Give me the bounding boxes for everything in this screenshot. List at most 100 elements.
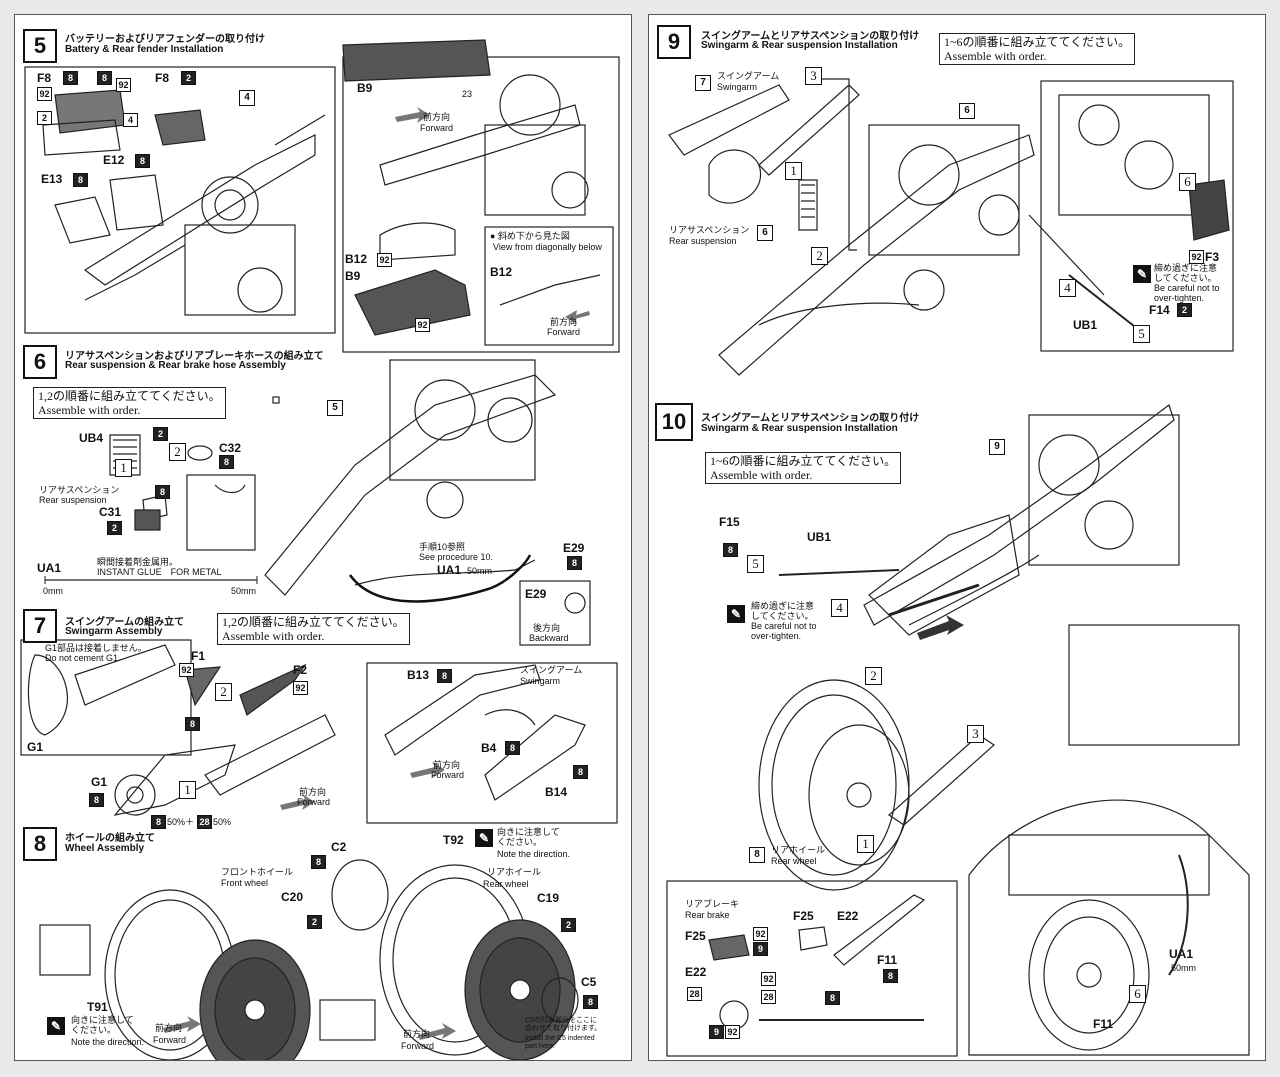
color-code-23: 23 bbox=[462, 89, 473, 99]
order-2: 2 bbox=[811, 247, 828, 265]
c5-install-note-jp: C5の凹み部分をここに 合わせて取り付けます。 bbox=[525, 1017, 602, 1032]
color-code: 8 bbox=[825, 991, 840, 1005]
step5-number: 5 bbox=[23, 29, 57, 63]
front-wheel-jp: フロントホイール bbox=[221, 867, 294, 877]
forward-en: Forward bbox=[297, 797, 331, 807]
color-code: 8 bbox=[89, 793, 104, 807]
color-code: 2 bbox=[107, 521, 122, 535]
rear-brake-jp: リアブレーキ bbox=[685, 899, 740, 909]
ua1-label: UA1 bbox=[37, 561, 62, 575]
color-code: 2 bbox=[561, 918, 576, 932]
direction-note-en: Note the direction. bbox=[71, 1037, 145, 1047]
part-f11: F11 bbox=[877, 953, 898, 967]
swingarm-jp: スイングアーム bbox=[520, 665, 583, 675]
step6-order-note: 1,2の順番に組み立ててください。Assemble with order. bbox=[33, 387, 226, 419]
forward-en: Forward bbox=[420, 123, 454, 133]
color-code: 28 bbox=[761, 990, 776, 1004]
rear-suspension-jp: リアサスペンション bbox=[39, 485, 120, 495]
color-code: 8 bbox=[219, 455, 234, 469]
part-t92: T92 bbox=[443, 833, 464, 847]
step9-ref-6b: 6 bbox=[959, 103, 975, 119]
part-t91: T91 bbox=[87, 1000, 108, 1014]
backward-en: Backward bbox=[529, 633, 569, 643]
part-c31: C31 bbox=[99, 505, 122, 519]
g1-warning-jp: G1部品は接着しません。 bbox=[45, 643, 147, 653]
part-c5: C5 bbox=[581, 975, 597, 989]
color-code: 8 bbox=[573, 765, 588, 779]
part-c2: C2 bbox=[331, 840, 347, 854]
part-e29-detail: E29 bbox=[525, 587, 547, 601]
step9-title-en: Swingarm & Rear suspension Installation bbox=[701, 40, 898, 51]
color-code: 2 bbox=[153, 427, 168, 441]
order-5: 5 bbox=[747, 555, 764, 573]
color-code: 9 bbox=[709, 1025, 724, 1039]
step5-title-jp: バッテリーおよびリアフェンダーの取り付け bbox=[65, 34, 265, 45]
step7-title-jp: スイングアームの組み立て bbox=[65, 617, 185, 628]
step5-panel-left bbox=[24, 66, 336, 334]
step9-number: 9 bbox=[657, 25, 691, 59]
mix-code-a: 8 bbox=[151, 815, 166, 829]
forward-jp: 前方向 bbox=[155, 1023, 183, 1033]
mix-pct-a: 50%＋ bbox=[167, 817, 195, 827]
order-4: 4 bbox=[1059, 279, 1076, 297]
color-code: 8 bbox=[155, 485, 170, 499]
forward2-jp: 前方向 bbox=[403, 1029, 431, 1039]
rear-brake-en: Rear brake bbox=[685, 910, 730, 920]
rear-wheel-jp: リアホイール bbox=[487, 867, 542, 877]
forward2-en: Forward bbox=[547, 327, 581, 337]
caution-en: Be careful not to over-tighten. bbox=[1154, 283, 1220, 303]
scale-start: 0mm bbox=[43, 586, 63, 596]
step10-number: 10 bbox=[655, 403, 693, 441]
part-g1: G1 bbox=[27, 740, 44, 754]
color-code: 2 bbox=[1177, 303, 1192, 317]
step9-order-note: 1~6の順番に組み立ててください。Assemble with order. bbox=[939, 33, 1136, 65]
color-code: 8 bbox=[185, 717, 200, 731]
g1-warning-en: Do not cement G1. bbox=[45, 653, 121, 663]
part-e12: E12 bbox=[103, 153, 125, 167]
step8-title-jp: ホイールの組み立て bbox=[65, 833, 155, 844]
brush-caution-icon: ✎ bbox=[727, 605, 745, 623]
part-c19: C19 bbox=[537, 891, 560, 905]
step10-title-en: Swingarm & Rear suspension Installation bbox=[701, 423, 898, 434]
direction-note2-jp: 向きに注意して ください。 bbox=[497, 827, 560, 847]
color-code: 8 bbox=[97, 71, 112, 85]
color-code: 2 bbox=[37, 111, 52, 125]
direction-note-jp: 向きに注意して ください。 bbox=[71, 1015, 134, 1035]
backward-jp: 後方向 bbox=[533, 623, 561, 633]
front-wheel-en: Front wheel bbox=[221, 878, 269, 888]
step7-order-note: 1,2の順番に組み立ててください。Assemble with order. bbox=[217, 613, 410, 645]
mix-pct-b: 50% bbox=[213, 817, 232, 827]
direction-note2-en: Note the direction. bbox=[497, 849, 571, 859]
forward2-jp: 前方向 bbox=[550, 317, 578, 327]
order-1: 1 bbox=[179, 781, 196, 799]
step7-title-en: Swingarm Assembly bbox=[65, 626, 163, 637]
rear-wheel-en: Rear wheel bbox=[483, 879, 529, 889]
color-code: 4 bbox=[123, 113, 138, 127]
forward2-en: Forward bbox=[431, 770, 465, 780]
part-f3: F3 bbox=[1205, 250, 1220, 264]
color-code: 8 bbox=[63, 71, 78, 85]
color-code: 92 bbox=[415, 318, 430, 332]
diag-view-jp: ● 斜め下から見た図 bbox=[490, 231, 570, 241]
part-f15: F15 bbox=[719, 515, 740, 529]
step9-ref-7: 7 bbox=[695, 75, 711, 91]
order-1: 1 bbox=[115, 459, 132, 477]
ua1-hose: UA1 bbox=[437, 563, 462, 577]
right-page-illustrations bbox=[666, 78, 1250, 1057]
mix-code-b: 28 bbox=[197, 815, 212, 829]
caution-jp: 締め過ぎに注意 してください。 bbox=[751, 601, 815, 621]
color-code: 28 bbox=[687, 987, 702, 1001]
part-e22: E22 bbox=[685, 965, 707, 979]
part-b4: B4 bbox=[481, 741, 497, 755]
color-code: 8 bbox=[135, 154, 150, 168]
brush-caution-icon: ✎ bbox=[475, 829, 493, 847]
color-code: 2 bbox=[181, 71, 196, 85]
step6-title-en: Rear suspension & Rear brake hose Assemb… bbox=[65, 360, 286, 371]
color-code: 2 bbox=[307, 915, 322, 929]
scale-end: 50mm bbox=[231, 586, 257, 596]
part-ub1: UB1 bbox=[807, 530, 832, 544]
part-ub4: UB4 bbox=[79, 431, 104, 445]
part-f1: F1 bbox=[191, 649, 206, 663]
color-code: 8 bbox=[883, 969, 898, 983]
part-e29: E29 bbox=[563, 541, 585, 555]
